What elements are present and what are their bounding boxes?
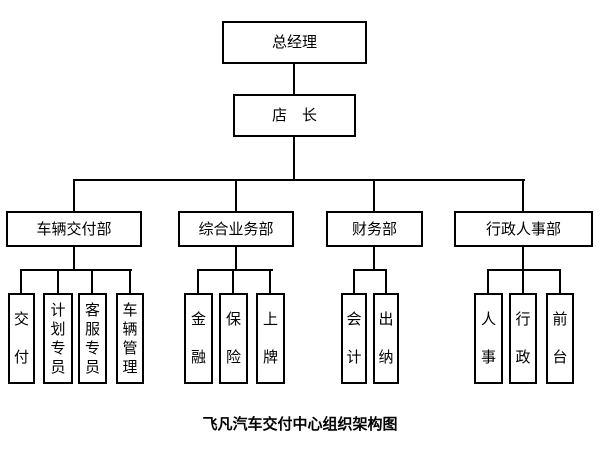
- node-sub-accounting: 会计: [341, 293, 367, 384]
- connector-drop-cashier: [385, 269, 387, 293]
- connector-dept2-stem: [235, 247, 237, 270]
- chart-caption: 飞凡汽车交付中心组织架构图: [202, 416, 398, 433]
- connector-drop-planning: [57, 269, 59, 293]
- node-label: 会计: [346, 310, 362, 366]
- node-label: 出纳: [378, 310, 394, 366]
- connector-drop-custservice: [91, 269, 93, 293]
- connector-drop-accounting: [353, 269, 355, 293]
- node-label: 金融: [191, 310, 207, 366]
- node-label: 车辆管理: [122, 301, 138, 376]
- node-label: 上牌: [263, 310, 279, 366]
- connector-drop-dept4: [522, 179, 524, 211]
- node-store-manager: 店 长: [233, 94, 356, 137]
- node-label: 前台: [552, 310, 568, 366]
- connector-drop-delivery: [20, 269, 22, 293]
- connector-drop-vehiclemgmt: [129, 269, 131, 293]
- connector-drop-finance: [197, 269, 199, 293]
- node-sub-vehicle-management: 车辆管理: [116, 293, 144, 384]
- node-label: 行政: [515, 310, 531, 366]
- node-label: 行政人事部: [485, 220, 561, 238]
- node-sub-customer-service-specialist: 客服专员: [78, 293, 107, 384]
- node-dept-admin-hr: 行政人事部: [454, 211, 593, 247]
- connector-drop-admin: [522, 269, 524, 293]
- node-label: 计划专员: [50, 301, 66, 376]
- connector-drop-dept3: [373, 179, 375, 211]
- node-label: 保险: [226, 310, 242, 366]
- node-sub-planning-specialist: 计划专员: [43, 293, 73, 384]
- connector-drop-dept2: [235, 179, 237, 211]
- node-label: 交付: [14, 310, 30, 366]
- node-sub-front-desk: 前台: [546, 293, 574, 384]
- node-sub-cashier: 出纳: [373, 293, 399, 384]
- connector-drop-hr: [487, 269, 489, 293]
- connector-dept2-hline: [197, 269, 273, 271]
- connector-drop-license: [269, 269, 271, 293]
- connector-drop-frontdesk: [559, 269, 561, 293]
- node-sub-delivery: 交付: [8, 293, 35, 384]
- node-label: 财务部: [351, 220, 397, 238]
- connector-root-stem: [293, 64, 295, 94]
- node-label: 综合业务部: [198, 220, 274, 238]
- connector-dept1-hline: [20, 269, 132, 271]
- node-label: 客服专员: [85, 301, 101, 376]
- node-sub-admin: 行政: [509, 293, 537, 384]
- connector-dept3-stem: [373, 247, 375, 270]
- connector-dept3-hline: [353, 269, 387, 271]
- node-sub-hr: 人事: [474, 293, 503, 384]
- connector-manager-stem: [293, 137, 295, 180]
- node-label: 车辆交付部: [36, 220, 112, 238]
- node-sub-license-plate: 上牌: [256, 293, 285, 384]
- connector-drop-insurance: [232, 269, 234, 293]
- node-label: 人事: [481, 310, 497, 366]
- node-dept-finance: 财务部: [326, 211, 423, 247]
- connector-dept4-stem: [522, 247, 524, 270]
- node-dept-comprehensive-business: 综合业务部: [178, 211, 294, 247]
- node-label: 总经理: [271, 34, 317, 51]
- node-general-manager: 总经理: [222, 21, 367, 64]
- node-dept-vehicle-delivery: 车辆交付部: [6, 211, 142, 247]
- node-sub-finance: 金融: [184, 293, 213, 384]
- connector-dept4-hline: [487, 269, 561, 271]
- connector-dept1-stem: [73, 247, 75, 270]
- connector-main-hline: [73, 179, 525, 181]
- node-label: 店 长: [271, 107, 317, 124]
- connector-drop-dept1: [73, 179, 75, 211]
- node-sub-insurance: 保险: [219, 293, 248, 384]
